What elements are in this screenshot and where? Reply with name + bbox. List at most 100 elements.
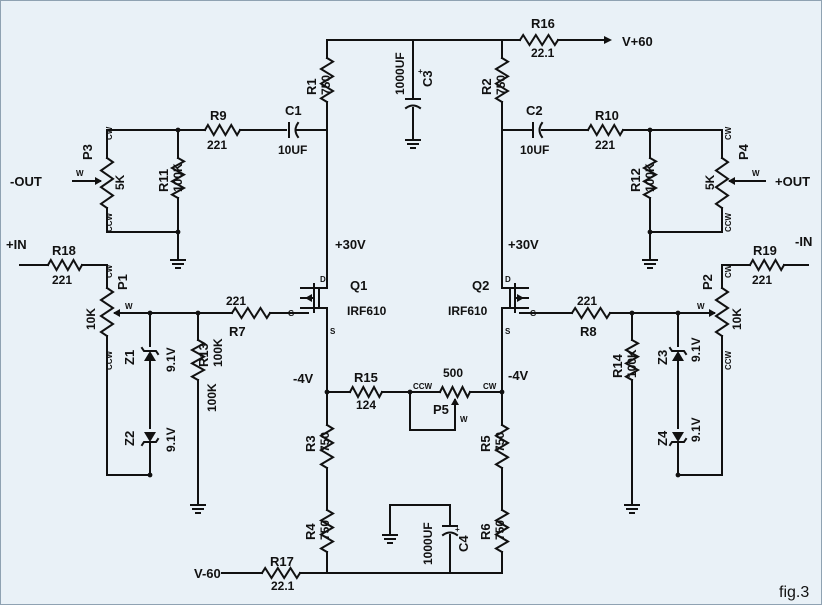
wiper-arrow xyxy=(113,309,120,317)
plus-mark: + xyxy=(418,67,423,76)
resistor-value-R6: 750 xyxy=(493,520,507,540)
resistor-ref-R12: R12 xyxy=(628,168,643,192)
zener-value-Z1: 9.1V xyxy=(164,347,178,372)
zener-ref-Z2: Z2 xyxy=(122,431,137,446)
resistor-ref-R1: R1 xyxy=(304,78,319,95)
resistor-R12 xyxy=(641,156,659,200)
zener-Z2 xyxy=(140,432,160,447)
zener-value-Z3: 9.1V xyxy=(689,337,703,362)
pot-ref-P3: P3 xyxy=(80,144,95,160)
resistor-value-R13: 100K xyxy=(211,338,225,367)
junction-dot xyxy=(147,472,153,478)
zener-cathode xyxy=(668,346,688,356)
net-plus30-right-label: +30V xyxy=(508,237,539,252)
resistor-R8 xyxy=(570,306,612,320)
resistor-R4 xyxy=(319,508,335,554)
zener-value-Z2: 9.1V xyxy=(164,427,178,452)
mosfet-value-Q2: IRF610 xyxy=(448,304,488,318)
resistor-ref-R16: R16 xyxy=(531,16,555,31)
junction-dot xyxy=(407,389,413,395)
resistor-value-R5: 750 xyxy=(493,432,507,452)
zener-Z1 xyxy=(140,346,160,361)
pin-label-w: W xyxy=(697,302,705,311)
labels: V+60 V-60 +30V +30V -4V -4V +IN -IN -OUT… xyxy=(6,34,812,601)
resistor-R2 xyxy=(494,56,510,104)
pin-label-ccw: CCW xyxy=(724,350,733,370)
capacitor-C2-plate xyxy=(538,121,544,139)
resistor-R6 xyxy=(494,508,510,554)
zener-ref-Z3: Z3 xyxy=(655,350,670,365)
resistor-value-R1: 750 xyxy=(319,75,333,95)
pin-label-ccw: CCW xyxy=(724,212,733,232)
pin-label-ccw: CCW xyxy=(413,382,433,391)
capacitor-ref-C1: C1 xyxy=(285,103,302,118)
resistor-value-R3: 750 xyxy=(318,432,332,452)
plus-mark: + xyxy=(455,525,460,534)
ground-symbol xyxy=(405,139,421,149)
net-in-neg-label: -IN xyxy=(795,234,812,249)
resistor-R5 xyxy=(494,423,510,470)
mosfet-ref-Q2: Q2 xyxy=(472,278,489,293)
pin-label-w: W xyxy=(125,302,133,311)
resistor-R15 xyxy=(348,384,384,400)
resistor-ref-R15: R15 xyxy=(354,370,378,385)
net-out-neg-label: -OUT xyxy=(10,174,42,189)
resistor-R19 xyxy=(748,257,786,273)
net-vneg-label: V-60 xyxy=(194,566,221,581)
resistor-R17 xyxy=(260,566,302,580)
junction-dot xyxy=(324,389,330,395)
resistor-ref-R11: R11 xyxy=(156,169,171,192)
pot-value-P2: 10K xyxy=(730,308,744,330)
net-vpos-label: V+60 xyxy=(622,34,653,49)
pin-label-w: W xyxy=(752,169,760,178)
wires xyxy=(19,36,809,574)
pot-value-P5: 500 xyxy=(443,366,463,380)
zener-body xyxy=(672,432,684,442)
mosfet-ref-Q1: Q1 xyxy=(350,278,367,293)
capacitor-C1-plate xyxy=(294,121,300,139)
resistor-R9 xyxy=(203,123,242,137)
resistor-value-R16: 22.1 xyxy=(531,46,555,60)
zener-cathode xyxy=(668,437,688,447)
resistor-R3 xyxy=(319,423,335,470)
potentiometer-P4 xyxy=(714,156,730,210)
potentiometer-P5 xyxy=(438,384,472,400)
zener-cathode xyxy=(140,346,160,356)
net-out-pos-label: +OUT xyxy=(775,174,810,189)
capacitor-value-C3: 1000UF xyxy=(393,52,407,95)
zener-value-Z4: 9.1V xyxy=(689,417,703,442)
resistor-value-R2: 750 xyxy=(494,75,508,95)
pot-ref-P5: P5 xyxy=(433,402,449,417)
resistor-R13 xyxy=(189,338,207,382)
mosfet-Q1 xyxy=(300,283,320,313)
pin-label-g: G xyxy=(530,309,536,318)
resistor-value-R18: 221 xyxy=(52,273,72,287)
resistor-ref-R10: R10 xyxy=(595,108,619,123)
figure-caption: fig.3 xyxy=(779,584,809,601)
resistor-ref-R2: R2 xyxy=(479,78,494,95)
junction-dot xyxy=(647,229,653,235)
zener-cathode xyxy=(140,437,160,447)
resistor-value-R10: 221 xyxy=(595,138,615,152)
pin-label-cw: CW xyxy=(105,264,114,278)
ground-symbol xyxy=(624,504,640,514)
resistor-value-R12: 100K xyxy=(643,163,657,192)
pot-value-P4: 5K xyxy=(703,174,717,190)
capacitor-ref-C4: C4 xyxy=(456,535,471,552)
resistor-ref-R13: R13 xyxy=(196,343,211,367)
zener-body xyxy=(144,351,156,361)
resistor-value-R17: 22.1 xyxy=(271,579,295,593)
pin-label-g: G xyxy=(288,309,294,318)
capacitor-value-C1: 10UF xyxy=(278,143,307,157)
resistor-R11 xyxy=(169,156,187,200)
zener-Z3 xyxy=(668,346,688,361)
pot-ref-P1: P1 xyxy=(115,274,130,290)
pot-ref-P2: P2 xyxy=(700,274,715,290)
net-minus4-right-label: -4V xyxy=(508,368,529,383)
mosfet-value-Q1: IRF610 xyxy=(347,304,387,318)
resistor-value-R9: 221 xyxy=(207,138,227,152)
junction-dot xyxy=(499,389,505,395)
capacitor-value-C2: 10UF xyxy=(520,143,549,157)
resistor-extra-R13: 100K xyxy=(205,383,219,412)
